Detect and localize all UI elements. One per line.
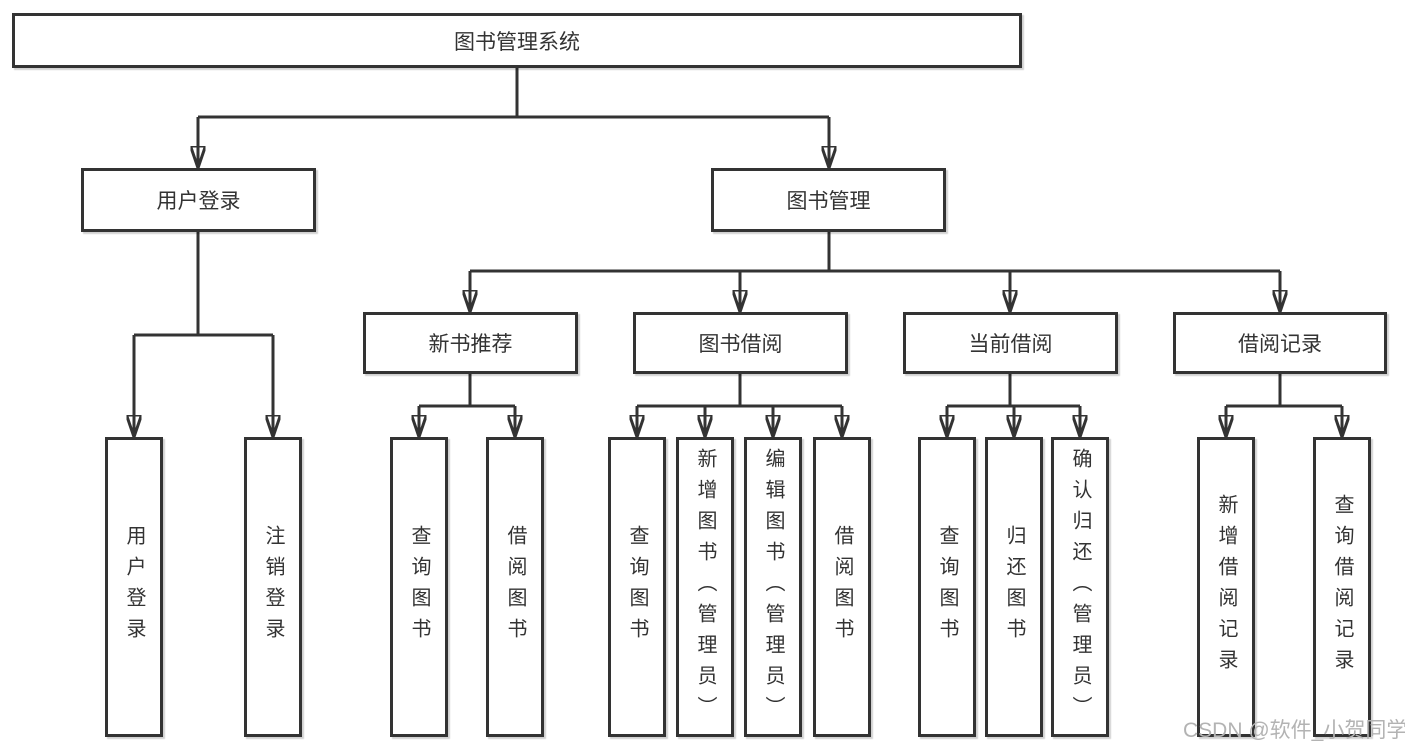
node-borrow-records: 借阅记录 [1173,312,1387,374]
leaf-current-confirm-return-admin-label: 确认归还（管理员） [1069,447,1091,727]
leaf-borrow-query-books: 查询图书 [608,437,666,737]
leaf-current-return-books: 归还图书 [985,437,1043,737]
node-new-book-recommend-label: 新书推荐 [428,333,513,356]
node-new-book-recommend: 新书推荐 [363,312,578,374]
leaf-newbooks-borrow-books-label: 借阅图书 [504,525,526,649]
leaf-logout: 注销登录 [244,437,302,737]
leaf-borrow-borrow-books: 借阅图书 [813,437,871,737]
node-user-login: 用户登录 [81,168,316,232]
leaf-current-query-books: 查询图书 [918,437,976,737]
leaf-current-confirm-return-admin: 确认归还（管理员） [1051,437,1109,737]
node-current-borrow: 当前借阅 [903,312,1118,374]
leaf-borrow-add-books-admin-label: 新增图书（管理员） [694,447,716,727]
node-current-borrow-label: 当前借阅 [968,333,1053,356]
node-root-label: 图书管理系统 [454,30,580,54]
leaf-records-query-record-label: 查询借阅记录 [1331,494,1353,680]
leaf-newbooks-query-books: 查询图书 [390,437,448,737]
leaf-newbooks-borrow-books: 借阅图书 [486,437,544,737]
leaf-borrow-edit-books-admin-label: 编辑图书（管理员） [762,447,784,727]
node-borrow-records-label: 借阅记录 [1238,333,1322,356]
leaf-logout-label: 注销登录 [262,525,284,649]
leaf-borrow-edit-books-admin: 编辑图书（管理员） [744,437,802,737]
node-book-borrow: 图书借阅 [633,312,848,374]
leaf-current-query-books-label: 查询图书 [936,525,958,649]
node-book-management-label: 图书管理 [786,190,871,213]
leaf-borrow-add-books-admin: 新增图书（管理员） [676,437,734,737]
node-user-login-label: 用户登录 [156,190,241,213]
node-book-borrow-label: 图书借阅 [698,333,783,356]
leaf-borrow-borrow-books-label: 借阅图书 [831,525,853,649]
leaf-user-login: 用户登录 [105,437,163,737]
leaf-newbooks-query-books-label: 查询图书 [408,525,430,649]
leaf-current-return-books-label: 归还图书 [1003,525,1025,649]
csdn-watermark: CSDN @软件_小贺同学 [1183,719,1405,742]
leaf-borrow-query-books-label: 查询图书 [626,525,648,649]
leaf-records-add-record: 新增借阅记录 [1197,437,1255,737]
leaf-records-add-record-label: 新增借阅记录 [1215,494,1237,680]
leaf-user-login-label: 用户登录 [123,525,145,649]
node-book-management: 图书管理 [711,168,946,232]
leaf-records-query-record: 查询借阅记录 [1313,437,1371,737]
node-root-system: 图书管理系统 [12,13,1022,68]
